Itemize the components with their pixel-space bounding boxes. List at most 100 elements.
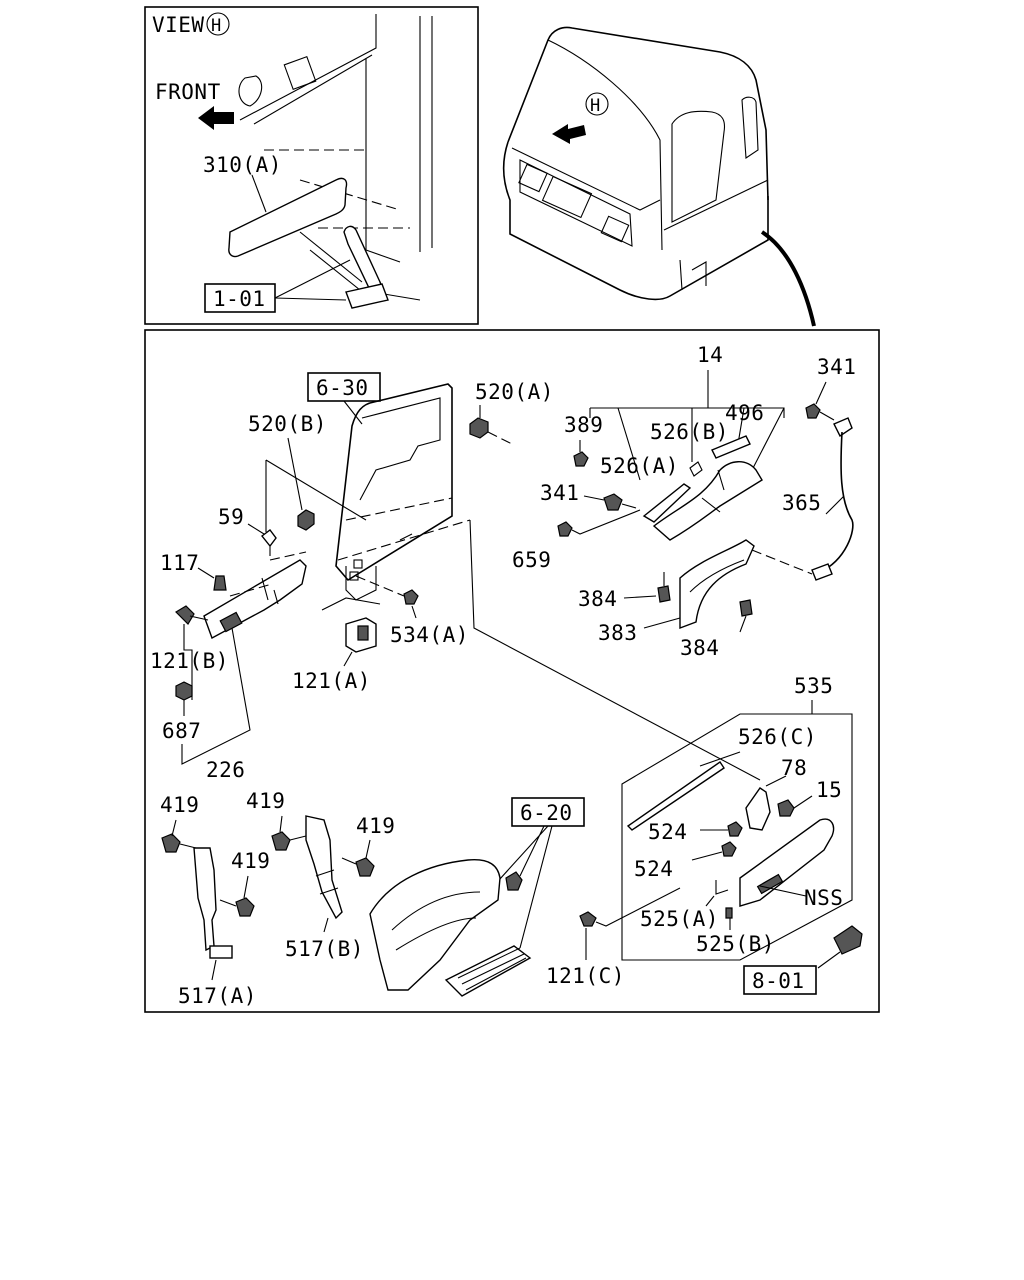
view-label: VIEW <box>152 13 205 37</box>
clip-384-left <box>657 585 671 603</box>
leader-59 <box>247 523 265 535</box>
label-659: 659 <box>512 548 551 572</box>
leader-383 <box>643 617 681 629</box>
fastener-121c-line <box>595 887 681 927</box>
label-310a: 310(A) <box>203 153 282 177</box>
leader-419-c <box>243 875 249 899</box>
cab-arrow-icon <box>552 124 586 144</box>
bracket-78 <box>745 787 771 831</box>
bracket-hidden-lines <box>229 551 307 597</box>
connector-8-01 <box>833 925 863 955</box>
view-circle-marker <box>206 12 230 36</box>
label-121b: 121(B) <box>150 649 229 673</box>
lock-bracket-group: 59 117 121(B) 687 226 <box>150 505 307 782</box>
leader-121a <box>343 651 353 667</box>
leader-121b <box>183 624 193 700</box>
label-496: 496 <box>725 401 764 425</box>
bracket-517a-foot <box>209 945 233 959</box>
leader-78 <box>765 775 787 787</box>
pedal-base <box>345 283 389 309</box>
door-hole-1 <box>349 571 359 581</box>
screw-15 <box>777 799 795 817</box>
label-341-top: 341 <box>817 355 856 379</box>
bracket-517a <box>193 847 217 952</box>
label-plate-496 <box>711 435 751 459</box>
label-524-bottom: 524 <box>634 857 673 881</box>
hidden-365 <box>751 549 813 575</box>
label-517a: 517(A) <box>178 984 257 1008</box>
rod-group: 341 365 <box>751 355 856 581</box>
nut-524-bottom <box>721 841 737 857</box>
striker-dash-frame <box>321 597 381 611</box>
leader-384-bottom <box>739 615 747 633</box>
cab-lamp-left <box>518 163 548 193</box>
cab-grille-frame <box>519 159 633 247</box>
door-hole-2 <box>353 559 363 569</box>
rod-bracket <box>833 417 853 438</box>
bolt-121b-head <box>175 605 195 625</box>
label-520b: 520(B) <box>248 412 327 436</box>
bolt-419-b <box>271 831 291 851</box>
bracket-517b <box>305 815 343 920</box>
inset-hidden-lines <box>264 149 410 229</box>
clip-59 <box>261 529 277 548</box>
cab-lamp-right <box>600 215 630 243</box>
label-524-top: 524 <box>648 820 687 844</box>
label-341-mid: 341 <box>540 481 579 505</box>
label-384-bottom: 384 <box>680 636 719 660</box>
step-assembly-6-20: 6-20 <box>369 797 585 997</box>
rod-365 <box>819 431 854 573</box>
cab-grille-center <box>541 175 593 219</box>
ref-6-20-text: 6-20 <box>520 801 573 825</box>
sill-cover-14 <box>652 461 763 541</box>
bolt-419-c-shank <box>219 899 237 907</box>
cab-belt-line <box>663 179 769 231</box>
leader-534a <box>411 605 417 619</box>
hidden-534a <box>355 575 405 597</box>
sill-cover-detail <box>701 469 725 513</box>
step-housing-ribs <box>391 891 481 951</box>
leader-341-mid <box>583 495 605 501</box>
ref-box-6-30 <box>307 372 381 402</box>
label-383: 383 <box>598 621 637 645</box>
label-15: 15 <box>816 778 842 802</box>
bracket-slot <box>219 611 243 633</box>
bracket-517b-ribs <box>315 869 339 895</box>
door-window-channel <box>359 397 441 501</box>
step-group-535: 535 526(C) 78 15 524 524 NSS 525(A) 525(… <box>621 674 863 995</box>
screw-341-top <box>805 403 821 419</box>
screw-341-top-shank <box>819 411 835 421</box>
callout-curve <box>760 230 816 327</box>
cab-front-edge <box>547 39 663 251</box>
leader-520b <box>287 437 303 511</box>
step-nss-plate <box>756 873 784 895</box>
striker-group: 534(A) 121(A) <box>292 575 469 693</box>
clip-384-bottom <box>739 599 753 617</box>
door-hidden-lines <box>337 497 471 561</box>
label-517b: 517(B) <box>285 937 364 961</box>
cab-roof-outline <box>507 26 769 201</box>
screw-117 <box>213 575 227 591</box>
leader-226 <box>181 627 251 765</box>
label-226: 226 <box>206 758 245 782</box>
nut-534a <box>403 589 419 605</box>
nut-520a-group: 520(A) <box>469 380 553 445</box>
front-label: FRONT <box>155 80 221 104</box>
leader-525a <box>705 895 715 907</box>
label-419-d: 419 <box>356 814 395 838</box>
screw-341-mid <box>603 493 623 511</box>
label-14: 14 <box>697 343 723 367</box>
label-365: 365 <box>782 491 821 515</box>
label-117: 117 <box>160 551 199 575</box>
leader-419-a <box>171 819 177 837</box>
clip-525b <box>725 907 733 919</box>
clip-525a <box>715 880 729 895</box>
door-frame-outline <box>335 383 453 582</box>
label-419-a: 419 <box>160 793 199 817</box>
label-534a: 534(A) <box>390 623 469 647</box>
label-121a: 121(A) <box>292 669 371 693</box>
inset-frame <box>144 6 479 325</box>
front-arrow-icon <box>198 106 234 130</box>
leader-365 <box>825 495 845 515</box>
